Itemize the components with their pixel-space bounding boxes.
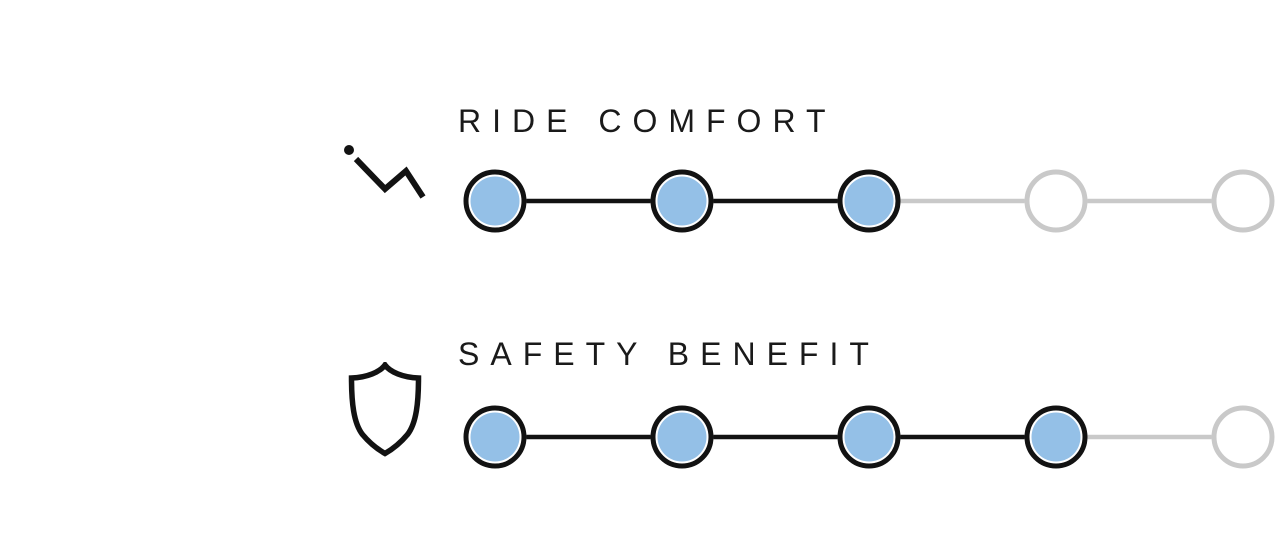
- shield-icon: [348, 362, 422, 457]
- rating-dots-ride-comfort: [463, 169, 1275, 233]
- rating-title-safety-benefit: SAFETY BENEFIT: [458, 336, 880, 372]
- rating-dots-safety-benefit: [463, 405, 1275, 469]
- rating-row-ride-comfort: RIDE COMFORT: [0, 102, 1280, 247]
- rating-title-ride-comfort: RIDE COMFORT: [458, 103, 837, 139]
- reclined-seat-icon: [344, 145, 426, 199]
- rating-row-safety-benefit: SAFETY BENEFIT: [0, 335, 1280, 480]
